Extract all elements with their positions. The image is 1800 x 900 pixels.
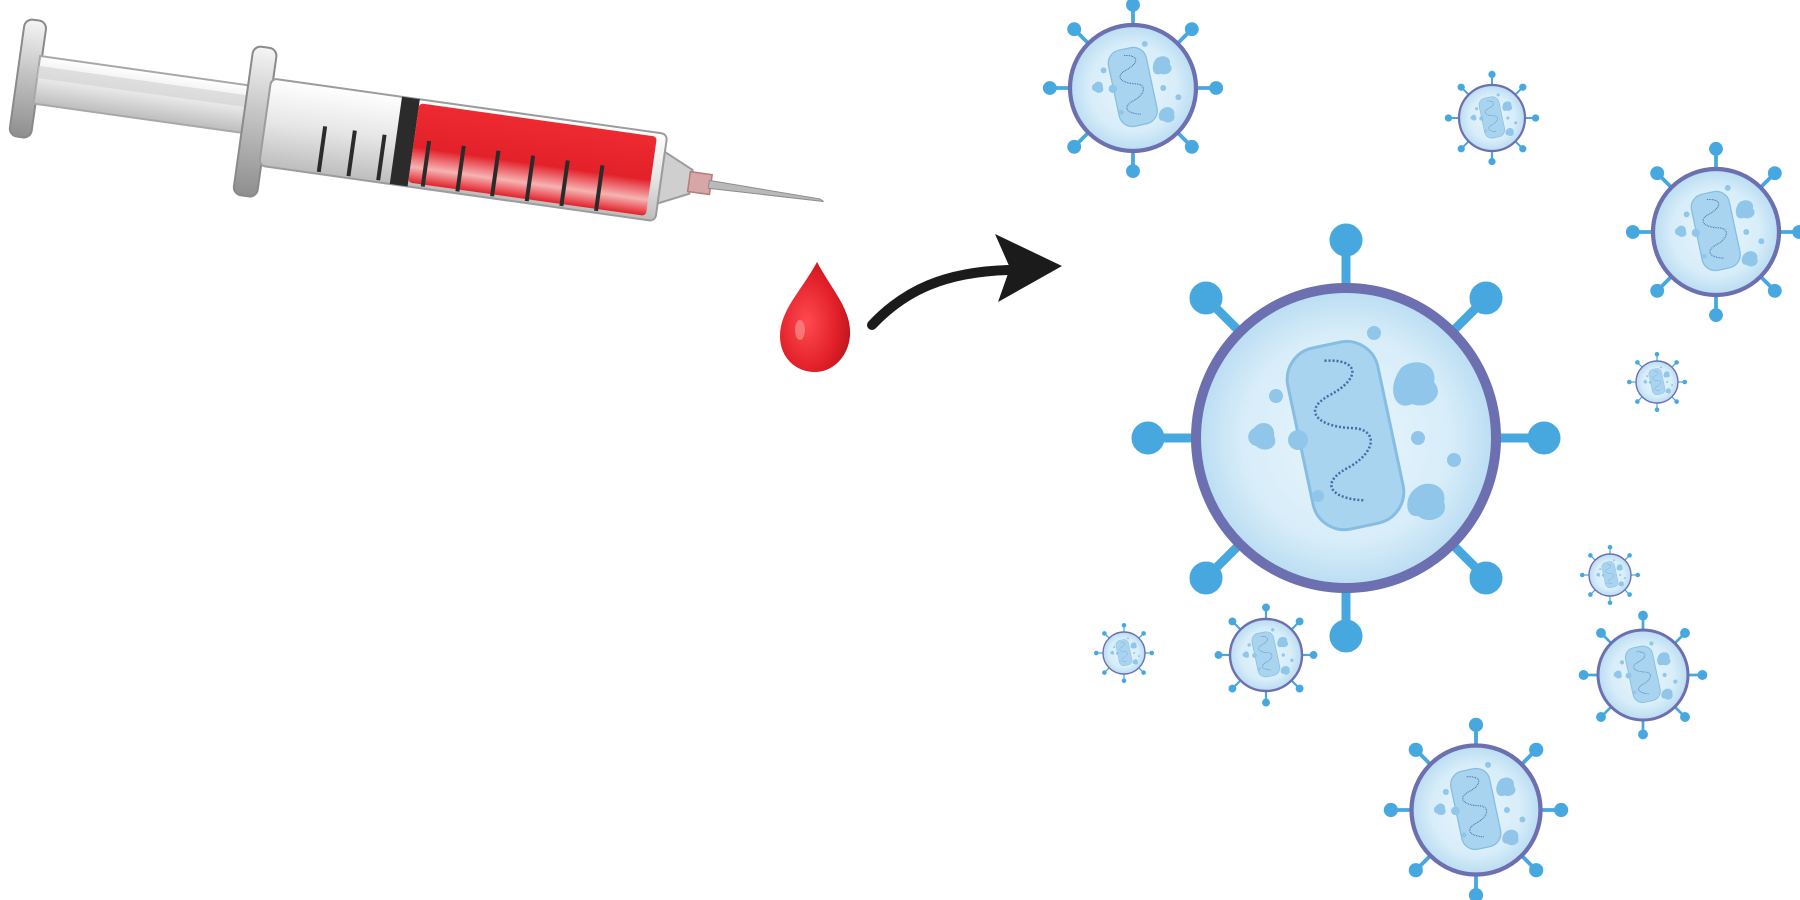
syringe-icon <box>8 18 824 222</box>
curved-arrow-icon <box>867 234 1062 330</box>
virus-icon <box>1045 0 1800 900</box>
blood-drop-icon <box>780 262 851 372</box>
